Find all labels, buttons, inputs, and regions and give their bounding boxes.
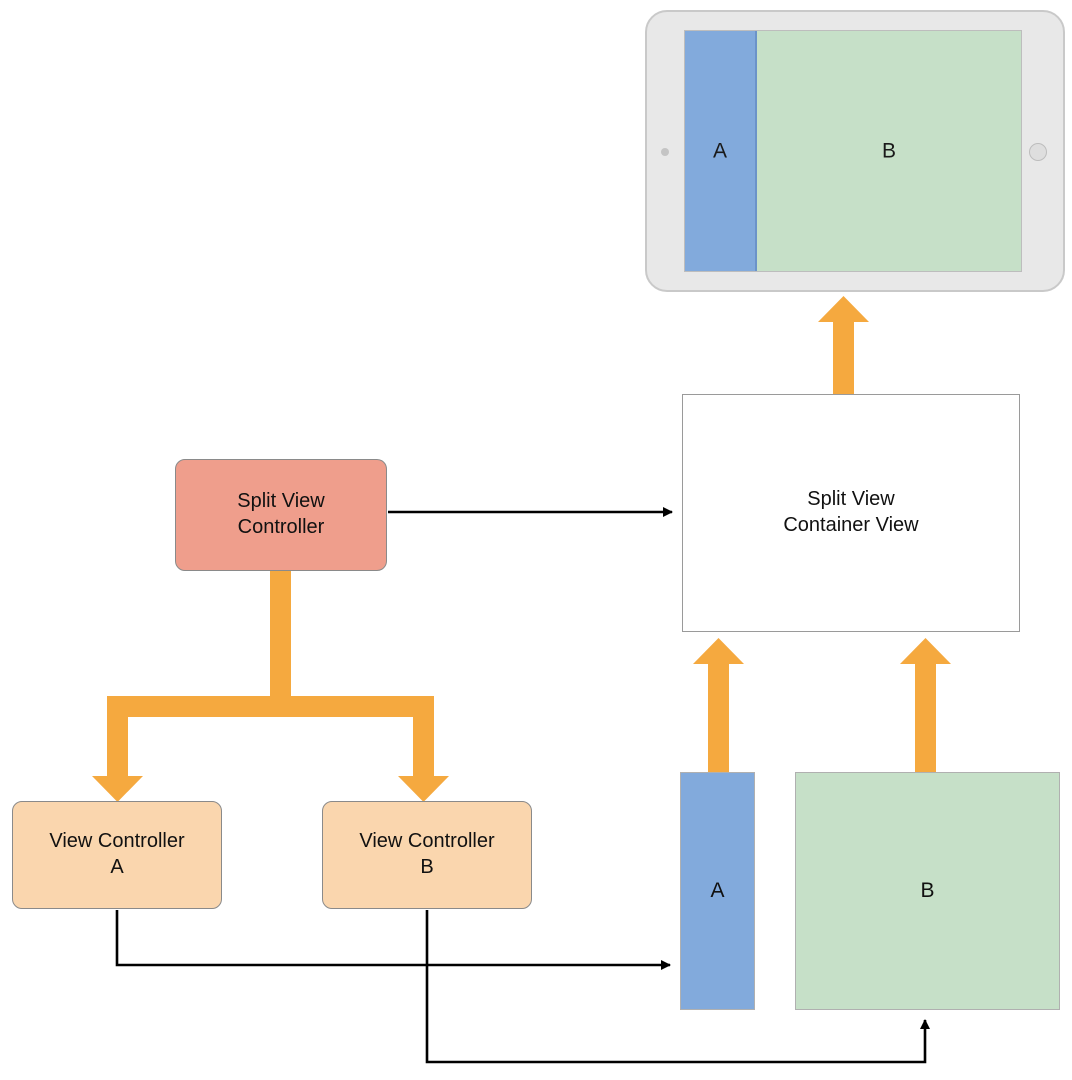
node-view-a[interactable]: A — [680, 772, 755, 1010]
camera-dot-icon — [661, 148, 669, 156]
edge-view-b-to-container-view — [900, 638, 951, 774]
edge-svc-to-view-controllers — [92, 568, 449, 802]
edge-view-a-to-container-view — [693, 638, 744, 774]
edge-container-view-to-device — [818, 296, 869, 396]
screen-pane-a-label: A — [712, 139, 727, 163]
screen-pane-b[interactable]: B — [757, 31, 1021, 271]
tablet-screen: A B — [684, 30, 1022, 272]
node-split-view-controller[interactable]: Split View Controller — [175, 459, 387, 571]
node-view-controller-a[interactable]: View Controller A — [12, 801, 222, 909]
node-view-b[interactable]: B — [795, 772, 1060, 1010]
home-button-icon[interactable] — [1029, 143, 1047, 161]
node-view-controller-b[interactable]: View Controller B — [322, 801, 532, 909]
screen-pane-a[interactable]: A — [685, 31, 757, 271]
screen-pane-b-label: B — [881, 139, 896, 163]
node-split-view-container-view[interactable]: Split View Container View — [682, 394, 1020, 632]
edge-vc-a-to-view-a — [115, 910, 671, 970]
